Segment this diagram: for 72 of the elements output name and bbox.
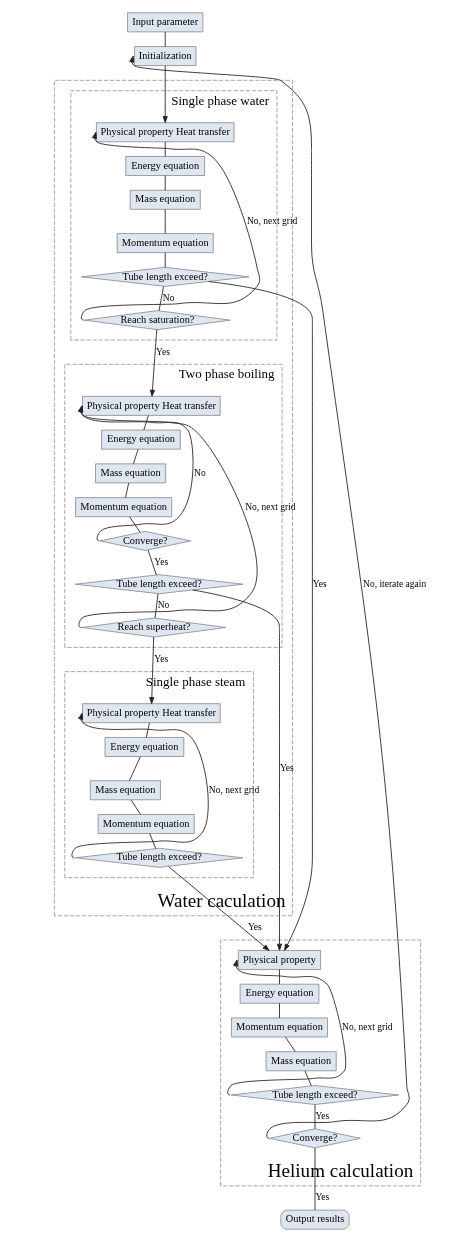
arrow — [191, 589, 282, 951]
connector — [164, 141, 166, 157]
node-diamond: Converge? — [268, 1128, 361, 1149]
connector — [145, 722, 150, 738]
arrow — [70, 712, 209, 859]
connector — [142, 415, 149, 431]
node-diamond: Tube length exceed? — [230, 1085, 399, 1105]
node-box: Mass equation — [89, 780, 161, 801]
connector — [278, 1002, 280, 1019]
node-diamond: Tube length exceed? — [80, 266, 249, 287]
node-box: Physical property — [237, 950, 321, 970]
edge-label: Yes — [312, 578, 327, 589]
node-box: Energy equation — [100, 429, 181, 450]
edge-label: Yes — [155, 346, 170, 357]
edge-label: Yes — [314, 1192, 329, 1203]
node-box: Mass equation — [265, 1051, 337, 1072]
edge-label: Yes — [314, 1111, 329, 1122]
node-box: Mass equation — [129, 189, 201, 210]
edge-label: Yes — [153, 556, 168, 567]
connector — [164, 252, 166, 268]
node-diamond: Reach saturation? — [83, 310, 231, 331]
node-box: Energy equation — [124, 156, 205, 176]
connector — [164, 209, 166, 234]
node-box: Output results — [279, 1209, 350, 1230]
edge-label: Yes — [279, 763, 294, 774]
node-box: Energy equation — [104, 737, 184, 757]
connector — [130, 799, 141, 815]
edge-label: Yes — [247, 922, 262, 933]
connector — [158, 286, 164, 312]
connector — [154, 593, 158, 619]
arrow — [226, 959, 346, 1096]
node-box: Initialization — [133, 46, 196, 67]
node-box: Momentum equation — [230, 1017, 328, 1038]
arrow — [77, 405, 258, 628]
connector — [128, 756, 141, 782]
edge-label: No, iterate again — [362, 578, 426, 589]
connector — [314, 1104, 315, 1130]
node-box: Physical property Heat transfer — [81, 703, 221, 724]
edge-label: No — [157, 600, 169, 611]
arrow — [207, 281, 313, 951]
node-box: Physical property Heat transfer — [95, 122, 234, 143]
node-box: Momentum equation — [116, 233, 214, 254]
node-box: Input parameter — [126, 12, 203, 33]
node-box: Physical property Heat transfer — [81, 395, 221, 416]
connector — [278, 969, 280, 985]
node-box: Momentum equation — [74, 497, 172, 518]
arrow — [162, 65, 168, 123]
arrow — [148, 636, 154, 705]
node-box: Mass equation — [94, 463, 166, 484]
node-box: Energy equation — [239, 983, 319, 1004]
connector — [132, 448, 139, 465]
connector — [124, 482, 129, 498]
node-diamond: Tube length exceed? — [74, 574, 243, 595]
connector — [304, 1070, 312, 1087]
edge-label: No — [162, 292, 174, 303]
node-diamond: Tube length exceed? — [74, 847, 243, 868]
edge-label: No — [193, 467, 206, 478]
connector — [164, 31, 166, 47]
connector — [164, 175, 166, 191]
arrow — [149, 329, 157, 397]
edge-label: No, next grid — [208, 784, 259, 795]
connector — [148, 833, 156, 850]
edge-label: No, next grid — [341, 1021, 393, 1032]
connector — [284, 1036, 296, 1053]
node-diamond: Converge? — [99, 530, 191, 551]
node-box: Momentum equation — [97, 814, 195, 834]
node-diamond: Reach superheat? — [80, 617, 226, 638]
edge-label: No, next grid — [244, 501, 296, 512]
edge-label: Yes — [153, 653, 168, 664]
connector — [147, 549, 157, 576]
arrow — [77, 405, 193, 542]
connector — [128, 516, 141, 533]
